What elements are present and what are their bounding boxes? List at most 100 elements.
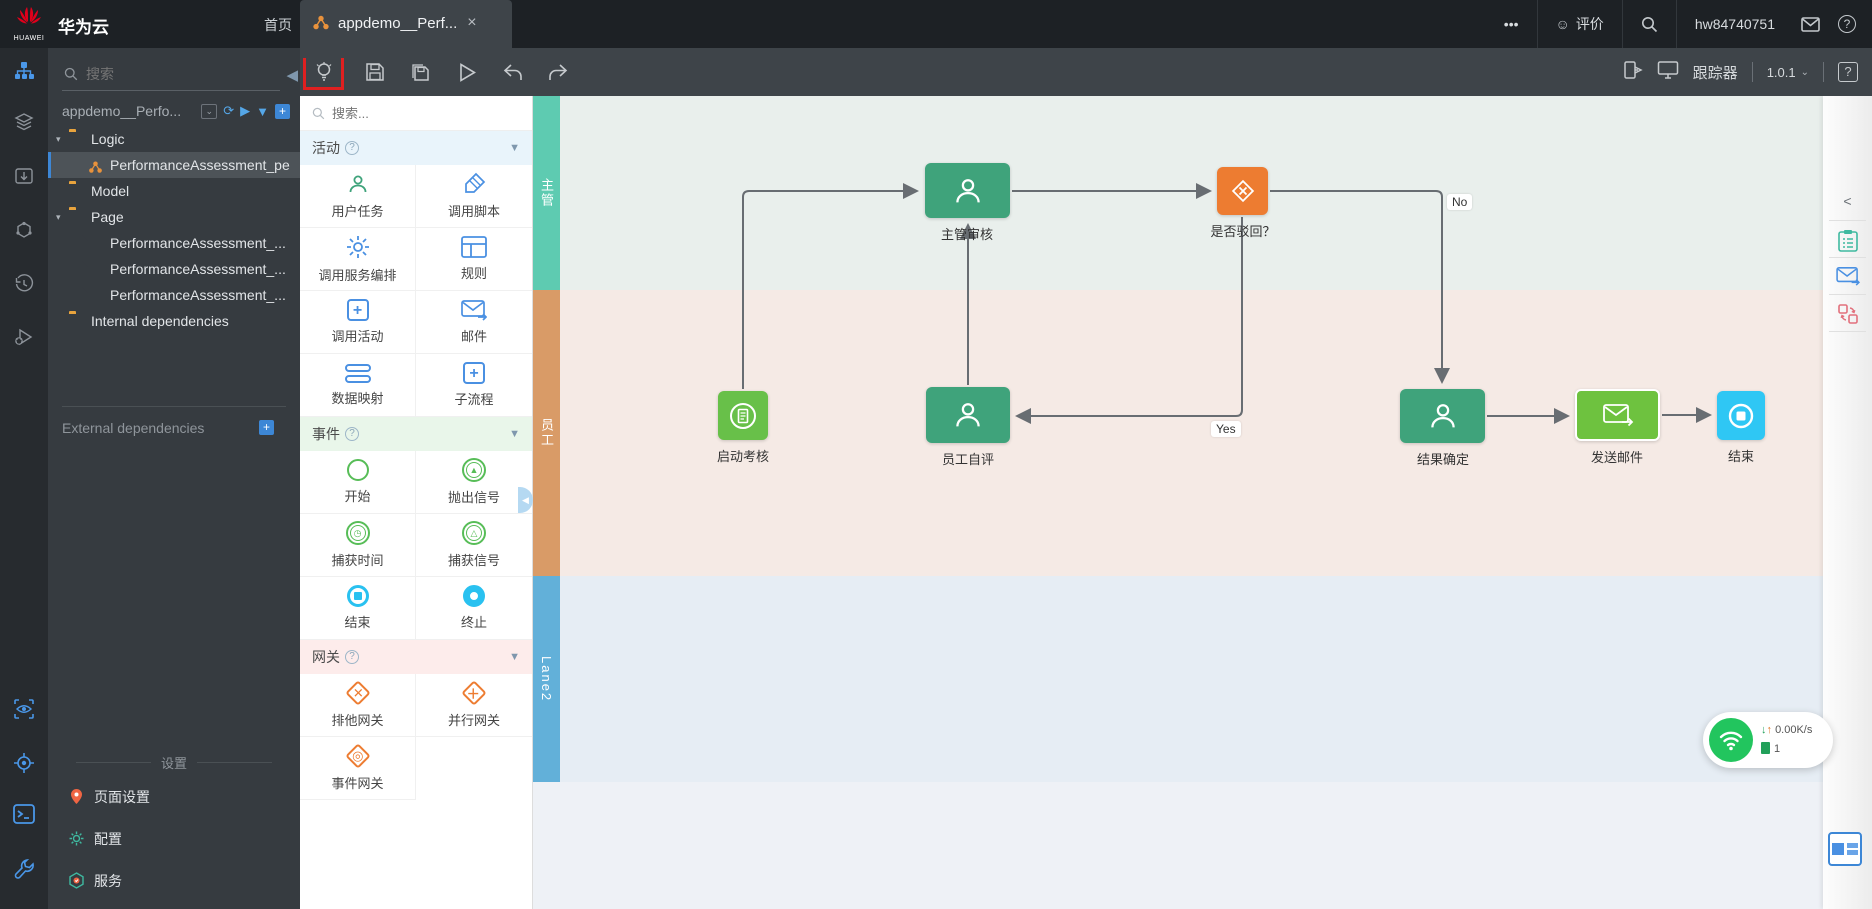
save-all-button[interactable] — [406, 58, 434, 86]
tree-item-page-2[interactable]: PerformanceAssessment_... — [110, 261, 286, 277]
edge-label-no[interactable]: No — [1447, 194, 1473, 210]
node-employee-self-evaluation[interactable] — [926, 387, 1010, 443]
node-send-email[interactable] — [1575, 389, 1660, 441]
tree-item-page-1[interactable]: PerformanceAssessment_... — [110, 235, 286, 251]
chevron-down-icon[interactable]: ▼ — [509, 428, 520, 440]
layout-toggle-button[interactable] — [1828, 832, 1862, 866]
expand-arrow-icon[interactable]: ▾ — [56, 212, 61, 222]
target-icon[interactable] — [0, 752, 48, 780]
lane-header[interactable]: 员工 — [533, 290, 560, 576]
add-external-dependency-button[interactable]: + — [259, 420, 274, 435]
save-button[interactable] — [361, 58, 389, 86]
flow-start-to-review[interactable] — [742, 183, 919, 389]
plugin-icon[interactable] — [0, 220, 48, 246]
node-end-event[interactable] — [1717, 391, 1765, 440]
node-result-confirmation[interactable] — [1400, 389, 1485, 443]
explorer-search-input[interactable] — [86, 66, 256, 82]
palette-item-terminate[interactable]: 终止 — [416, 577, 532, 640]
tree-folder-page[interactable]: ▾ Page — [48, 204, 300, 230]
explorer-search[interactable] — [62, 62, 280, 91]
lane-header[interactable]: Lane2 — [533, 576, 560, 782]
section-gateways[interactable]: 网关? ▼ — [300, 640, 532, 674]
layers-icon[interactable] — [0, 112, 48, 138]
palette-item-user-task[interactable]: 用户任务 — [300, 165, 416, 228]
page-settings-item[interactable]: 页面设置 — [48, 780, 300, 814]
palette-item-call-flow[interactable]: 调用服务编排 — [300, 228, 416, 291]
palette-item-email[interactable]: 邮件 — [416, 291, 532, 354]
feedback-button[interactable]: ☺ 评价 — [1555, 16, 1604, 32]
palette-item-exclusive-gateway[interactable]: ✕ 排他网关 — [300, 674, 416, 737]
tree-folder-logic[interactable]: ▾ Logic — [48, 126, 300, 152]
redo-button[interactable] — [544, 58, 572, 86]
palette-search[interactable] — [300, 96, 532, 131]
version-selector[interactable]: 1.0.1 ⌄ — [1766, 64, 1809, 80]
palette-item-catch-timer[interactable]: ◷ 捕获时间 — [300, 514, 416, 577]
monitor-icon[interactable] — [1657, 60, 1679, 85]
tree-item-page-3[interactable]: PerformanceAssessment_... — [110, 287, 286, 303]
palette-item-throw-signal[interactable]: ▲ 抛出信号 — [416, 451, 532, 514]
debug-icon[interactable] — [0, 326, 48, 354]
process-canvas[interactable]: 主管 员工 Lane2 No — [533, 96, 1823, 909]
node-start-event[interactable] — [718, 391, 768, 440]
configuration-item[interactable]: 配置 — [48, 822, 300, 856]
wrench-icon[interactable] — [0, 858, 48, 886]
services-item[interactable]: 服务 — [48, 864, 300, 898]
flow-gateway-yes[interactable] — [1015, 217, 1243, 424]
palette-item-subprocess[interactable]: + 子流程 — [416, 354, 532, 417]
palette-search-input[interactable] — [332, 105, 502, 121]
node-reject-gateway[interactable] — [1217, 167, 1268, 215]
palette-item-parallel-gateway[interactable]: ＋ 并行网关 — [416, 674, 532, 737]
app-structure-icon[interactable] — [0, 60, 48, 88]
undo-button[interactable] — [499, 58, 527, 86]
chevron-down-icon[interactable]: ▼ — [509, 142, 520, 154]
chevron-down-icon[interactable]: ▼ — [509, 651, 520, 663]
palette-item-end-event[interactable]: 结束 — [300, 577, 416, 640]
tracker-button[interactable]: 跟踪器 — [1692, 64, 1738, 82]
tree-folder-model[interactable]: Model — [91, 183, 130, 199]
palette-item-call-script[interactable]: 调用脚本 — [416, 165, 532, 228]
run-button[interactable] — [453, 58, 481, 86]
expand-arrow-icon[interactable]: ▾ — [56, 134, 61, 144]
tree-folder-internal-dependencies[interactable]: Internal dependencies — [91, 313, 229, 329]
export-view-icon[interactable] — [1623, 60, 1643, 85]
tab-close-icon[interactable]: × — [467, 14, 477, 31]
palette-item-rule[interactable]: 规则 — [416, 228, 532, 291]
filter-icon[interactable]: ▼ — [256, 103, 269, 119]
tree-item-performance-assessment-flow[interactable]: PerformanceAssessment_pe — [48, 152, 300, 178]
palette-item-data-mapping[interactable]: 数据映射 — [300, 354, 416, 417]
more-menu[interactable]: ••• — [1503, 16, 1519, 32]
swap-mapping-icon[interactable] — [1823, 303, 1872, 330]
section-activities[interactable]: 活动? ▼ — [300, 131, 532, 165]
search-button[interactable] — [1625, 0, 1674, 48]
properties-clipboard-icon[interactable] — [1823, 229, 1872, 258]
flow-gateway-no[interactable] — [1270, 190, 1450, 384]
palette-item-call-activity[interactable]: + 调用活动 — [300, 291, 416, 354]
node-supervisor-review[interactable] — [925, 163, 1010, 218]
swimlane-supervisor[interactable]: 主管 — [533, 96, 1823, 290]
preview-eye-icon[interactable] — [0, 698, 48, 726]
history-icon[interactable] — [0, 274, 48, 300]
username[interactable]: hw84740751 — [1694, 16, 1775, 32]
help-button[interactable]: ? — [1830, 0, 1872, 48]
designer-help-button[interactable]: ? — [1838, 62, 1858, 82]
swimlane-lane2[interactable]: Lane2 — [533, 576, 1823, 782]
app-tab[interactable]: appdemo__Perf... × — [300, 0, 512, 58]
mail-button[interactable] — [1791, 0, 1830, 48]
lightbulb-tips-button[interactable] — [310, 58, 338, 86]
add-icon[interactable]: + — [275, 103, 290, 119]
refresh-icon[interactable]: ⟳ — [223, 103, 235, 118]
package-install-icon[interactable] — [0, 166, 48, 192]
run-icon[interactable]: ▶ — [240, 103, 251, 118]
section-events[interactable]: 事件? ▼ — [300, 417, 532, 451]
app-switch-dropdown-icon[interactable]: ⌄ — [201, 103, 218, 119]
panel-collapse-icon[interactable]: ◀ — [286, 67, 298, 84]
edge-label-yes[interactable]: Yes — [1211, 421, 1241, 437]
palette-item-catch-signal[interactable]: △ 捕获信号 — [416, 514, 532, 577]
mail-panel-icon[interactable] — [1823, 266, 1872, 291]
network-status-widget[interactable]: ↓↑ 0.00K/s 1 — [1703, 712, 1833, 768]
palette-item-start-event[interactable]: 开始 — [300, 451, 416, 514]
terminal-icon[interactable] — [0, 804, 48, 830]
home-link[interactable]: 首页 — [264, 17, 292, 33]
palette-item-event-gateway[interactable]: ◎ 事件网关 — [300, 737, 416, 800]
lane-header[interactable]: 主管 — [533, 96, 560, 290]
